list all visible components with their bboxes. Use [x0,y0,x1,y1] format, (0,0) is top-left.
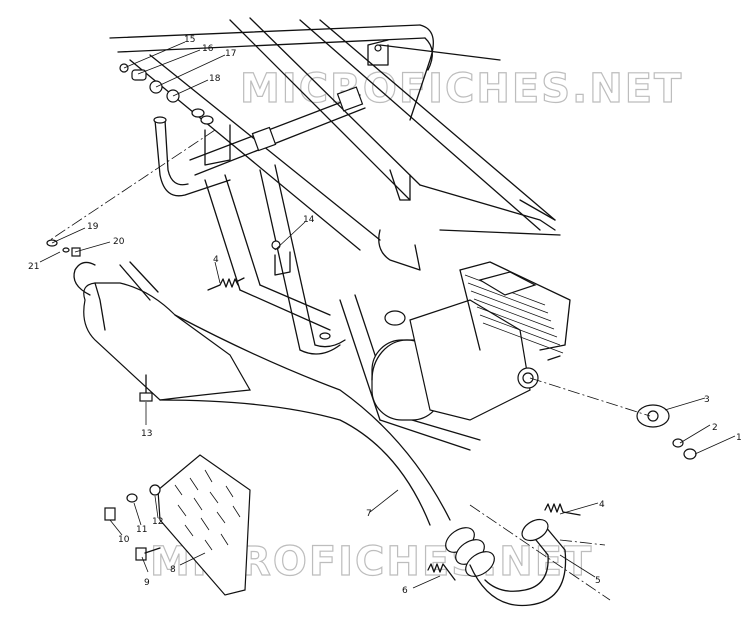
leader-lines [39,41,736,601]
callout-20: 20 [113,237,125,247]
watermark-top: MICROFICHES.NET [240,66,683,112]
callout-2: 2 [712,423,718,433]
callout-10: 10 [118,535,130,545]
callout-18: 18 [209,74,221,84]
callout-5: 5 [595,576,601,586]
callout-13: 13 [141,429,152,439]
callout-4-bottom: 4 [599,500,605,510]
callout-numbers: 1 2 3 4 4 5 6 7 8 9 10 11 12 13 14 15 16… [28,35,742,596]
callout-9: 9 [144,578,150,588]
callout-16: 16 [202,44,214,54]
callout-7: 7 [366,509,372,519]
muffler-assembly [73,261,567,607]
callout-8: 8 [170,565,176,575]
callout-21: 21 [28,262,39,272]
callout-15: 15 [184,35,195,45]
engine [371,261,571,421]
callout-6: 6 [402,586,408,596]
callout-14: 14 [303,215,315,225]
hardware [46,63,697,581]
callout-4-top: 4 [213,255,219,265]
callout-11: 11 [136,525,147,535]
callout-19: 19 [87,222,99,232]
callout-1: 1 [736,433,742,443]
callout-12: 12 [152,517,163,527]
callout-3: 3 [704,395,710,405]
callout-17: 17 [225,49,236,59]
